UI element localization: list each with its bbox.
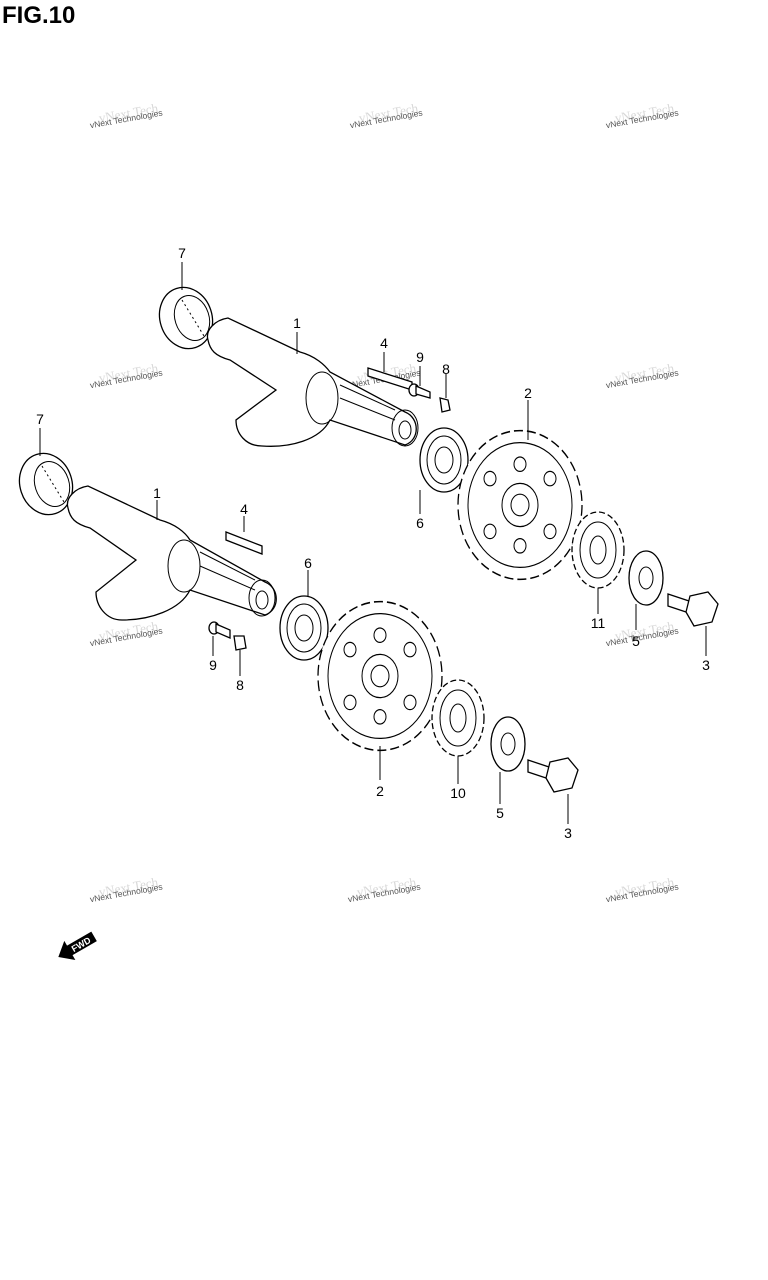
gear-2-upper[interactable] xyxy=(457,429,583,581)
watermark: vNext Tech vNext Technologies xyxy=(605,618,679,648)
balancer-shaft-1-upper[interactable] xyxy=(206,317,419,447)
callout-11: 11 xyxy=(591,615,606,631)
callout-1-lower: 1 xyxy=(153,485,161,501)
needle-bearing-7-upper[interactable] xyxy=(152,280,221,355)
callout-7-lower: 7 xyxy=(36,411,44,427)
upper-assembly xyxy=(152,280,719,627)
watermark: vNext Tech vNext Technologies xyxy=(349,100,423,130)
key-4-lower[interactable] xyxy=(225,531,263,555)
needle-bearing-7-lower[interactable] xyxy=(12,446,81,521)
callout-4-upper: 4 xyxy=(380,335,388,351)
washer-8-upper[interactable] xyxy=(439,397,451,413)
callout-2-lower: 2 xyxy=(376,783,384,799)
washer-8-lower[interactable] xyxy=(233,635,247,651)
callouts: 7 1 4 9 8 2 6 11 5 3 7 1 4 6 9 8 2 10 5 … xyxy=(36,245,710,841)
washer-5-lower[interactable] xyxy=(490,716,526,772)
watermark: vNext Tech vNext Technologies xyxy=(89,100,163,130)
bolt-9-lower[interactable] xyxy=(208,621,231,639)
callout-5-upper: 5 xyxy=(632,633,640,649)
callout-9-lower: 9 xyxy=(209,657,217,673)
gear-2-lower[interactable] xyxy=(317,600,443,752)
figure-title: FIG.10 xyxy=(2,2,76,29)
callout-6-upper: 6 xyxy=(416,515,424,531)
watermark: vNext Tech vNext Technologies xyxy=(89,618,163,648)
watermark: vNext Tech vNext Technologies xyxy=(89,360,163,390)
balancer-shaft-1-lower[interactable] xyxy=(66,485,277,621)
lower-assembly xyxy=(12,446,579,793)
callout-3-upper: 3 xyxy=(702,657,710,673)
watermark: vNext Tech vNext Technologies xyxy=(347,874,421,904)
callout-2-upper: 2 xyxy=(524,385,532,401)
callout-5-lower: 5 xyxy=(496,805,504,821)
washer-5-upper[interactable] xyxy=(628,550,664,606)
watermark: vNext Tech vNext Technologies xyxy=(89,874,163,904)
callout-8-lower: 8 xyxy=(236,677,244,693)
bolt-3-lower[interactable] xyxy=(527,757,579,793)
gear-10[interactable] xyxy=(431,679,485,757)
watermark: vNext Tech vNext Technologies xyxy=(605,100,679,130)
callout-10: 10 xyxy=(450,785,466,801)
watermark: vNext Tech vNext Technologies xyxy=(605,874,679,904)
callout-4-lower: 4 xyxy=(240,501,248,517)
gear-11[interactable] xyxy=(571,511,625,589)
bolt-9-upper[interactable] xyxy=(408,383,431,399)
watermark: vNext Tech vNext Technologies xyxy=(605,360,679,390)
callout-9-upper: 9 xyxy=(416,349,424,365)
callout-7-upper: 7 xyxy=(178,245,186,261)
callout-8-upper: 8 xyxy=(442,361,450,377)
leader-lines xyxy=(39,262,707,824)
bearing-6-lower[interactable] xyxy=(279,595,329,661)
callout-1-upper: 1 xyxy=(293,315,301,331)
bolt-3-upper[interactable] xyxy=(667,591,719,627)
fwd-arrow-icon: FWD xyxy=(58,931,97,960)
callout-3-lower: 3 xyxy=(564,825,572,841)
callout-6-lower: 6 xyxy=(304,555,312,571)
